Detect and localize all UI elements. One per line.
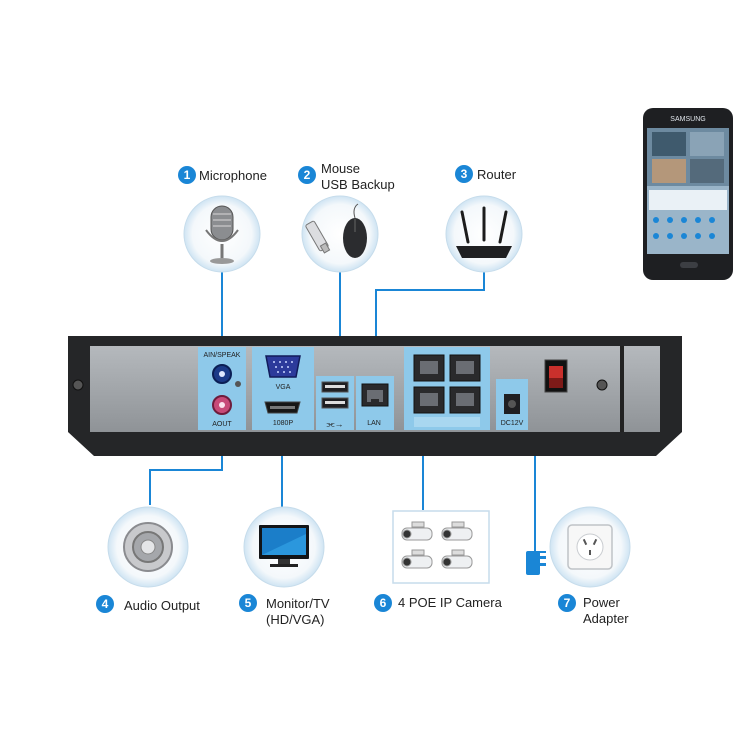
- badge-1: 1: [178, 166, 196, 184]
- label-poe-camera: 4 POE IP Camera: [398, 595, 502, 610]
- ain-port-label: AIN/SPEAK: [204, 352, 241, 359]
- vga-port-label: VGA: [276, 384, 291, 391]
- label-audio-output: Audio Output: [124, 598, 200, 613]
- ip-camera-box: [392, 510, 490, 584]
- microphone-icon: [205, 205, 239, 264]
- badge-3: 3: [455, 165, 473, 183]
- badge-2: 2: [298, 166, 316, 184]
- label-monitor-tv: Monitor/TV: [266, 596, 330, 611]
- hdmi-port-label: 1080P: [273, 420, 294, 427]
- label-mouse: Mouse: [321, 161, 361, 176]
- phone-brand: SAMSUNG: [670, 116, 705, 123]
- speaker-icon: [123, 522, 173, 572]
- mouse-usb-icon: [305, 203, 367, 258]
- label-router: Router: [477, 167, 517, 182]
- power-plug-icon: [526, 551, 546, 575]
- badge-6: 6: [374, 594, 392, 612]
- lan-port-label: LAN: [367, 420, 381, 427]
- badge-5: 5: [239, 594, 257, 612]
- smartphone: [643, 108, 733, 280]
- dc-port-label: DC12V: [501, 420, 524, 427]
- audio-port-panel: [198, 347, 246, 430]
- router-icon: [456, 206, 512, 258]
- badge-4: 4: [96, 595, 114, 613]
- label-adapter: Adapter: [583, 611, 629, 626]
- label-power: Power: [583, 595, 620, 610]
- badge-7: 7: [558, 594, 576, 612]
- label-microphone: Microphone: [199, 168, 267, 183]
- power-outlet-icon: [567, 524, 613, 570]
- monitor-icon: [259, 525, 309, 567]
- label-usb-backup: USB Backup: [321, 177, 395, 192]
- nvr-device: ⫘→: [68, 336, 682, 456]
- ip-camera-icon: [401, 521, 473, 569]
- label-hd-vga: (HD/VGA): [266, 612, 325, 627]
- svg-text:⫘→: ⫘→: [326, 419, 343, 429]
- aout-port-label: AOUT: [212, 421, 232, 428]
